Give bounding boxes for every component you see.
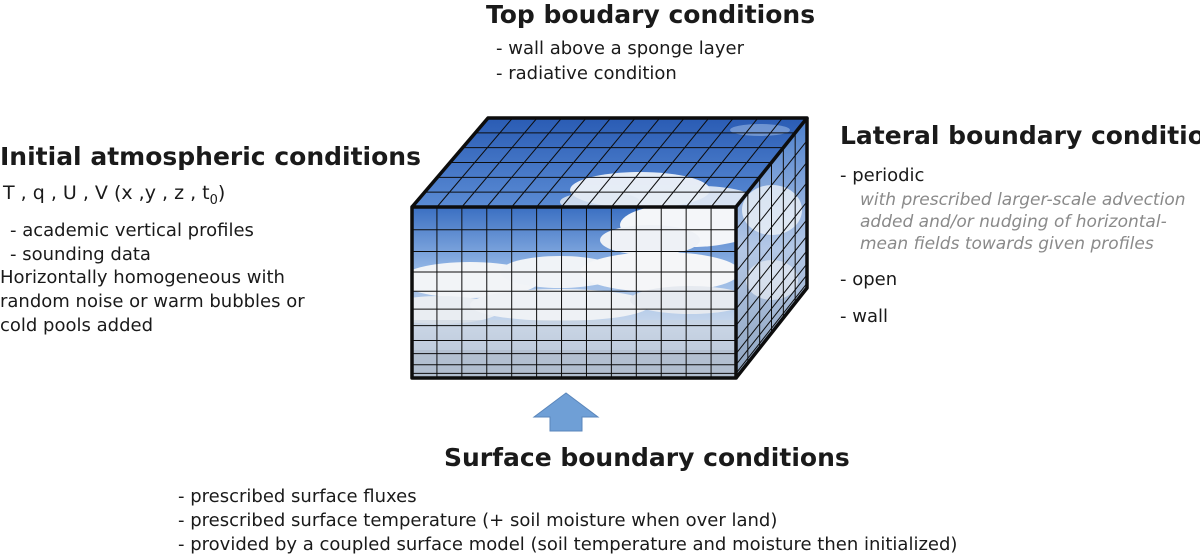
lateral-periodic-note: added and/or nudging of horizontal-: [860, 212, 1167, 232]
lateral-periodic: - periodic: [840, 165, 925, 186]
lateral-periodic-note: with prescribed larger-scale advection: [860, 190, 1186, 210]
grid-line: [735, 235, 808, 326]
initial-line: cold pools added: [0, 315, 153, 336]
initial-line: Horizontally homogeneous with: [0, 267, 285, 288]
initial-item: - sounding data: [10, 244, 151, 265]
grid-line: [735, 140, 808, 231]
formula-subscript: 0: [209, 192, 218, 208]
grid-line: [735, 274, 808, 366]
lateral-open: - open: [840, 269, 898, 290]
initial-heading: Initial atmospheric conditions: [0, 142, 421, 171]
grid-line: [735, 201, 808, 292]
surface-item: - provided by a coupled surface model (s…: [178, 534, 958, 555]
grid-line: [735, 219, 808, 310]
grid-line: [735, 182, 808, 273]
grid-line: [735, 263, 808, 354]
surface-item: - prescribed surface fluxes: [178, 486, 417, 507]
top-item: - radiative condition: [496, 63, 677, 84]
lateral-wall: - wall: [840, 306, 888, 327]
initial-line: random noise or warm bubbles or: [0, 291, 305, 312]
grid-lines: [412, 117, 808, 378]
formula-text: T , q , U , V (x ,y , z , t: [3, 182, 210, 204]
initial-formula: T , q , U , V (x ,y , z , t0): [3, 181, 225, 213]
lateral-heading: Lateral boundary conditions: [840, 121, 1200, 150]
box-outline: [410, 116, 809, 380]
grid-line: [735, 283, 808, 374]
grid-line: [735, 250, 808, 341]
surface-arrow-icon: [532, 392, 600, 432]
formula-close: ): [217, 182, 226, 204]
initial-item: - academic vertical profiles: [10, 220, 254, 241]
top-heading: Top boudary conditions: [486, 0, 816, 29]
surface-heading: Surface boundary conditions: [444, 443, 850, 472]
lateral-periodic-note: mean fields towards given profiles: [860, 234, 1154, 254]
top-item: - wall above a sponge layer: [496, 38, 744, 59]
grid-line: [735, 161, 808, 252]
surface-item: - prescribed surface temperature (+ soil…: [178, 510, 778, 531]
